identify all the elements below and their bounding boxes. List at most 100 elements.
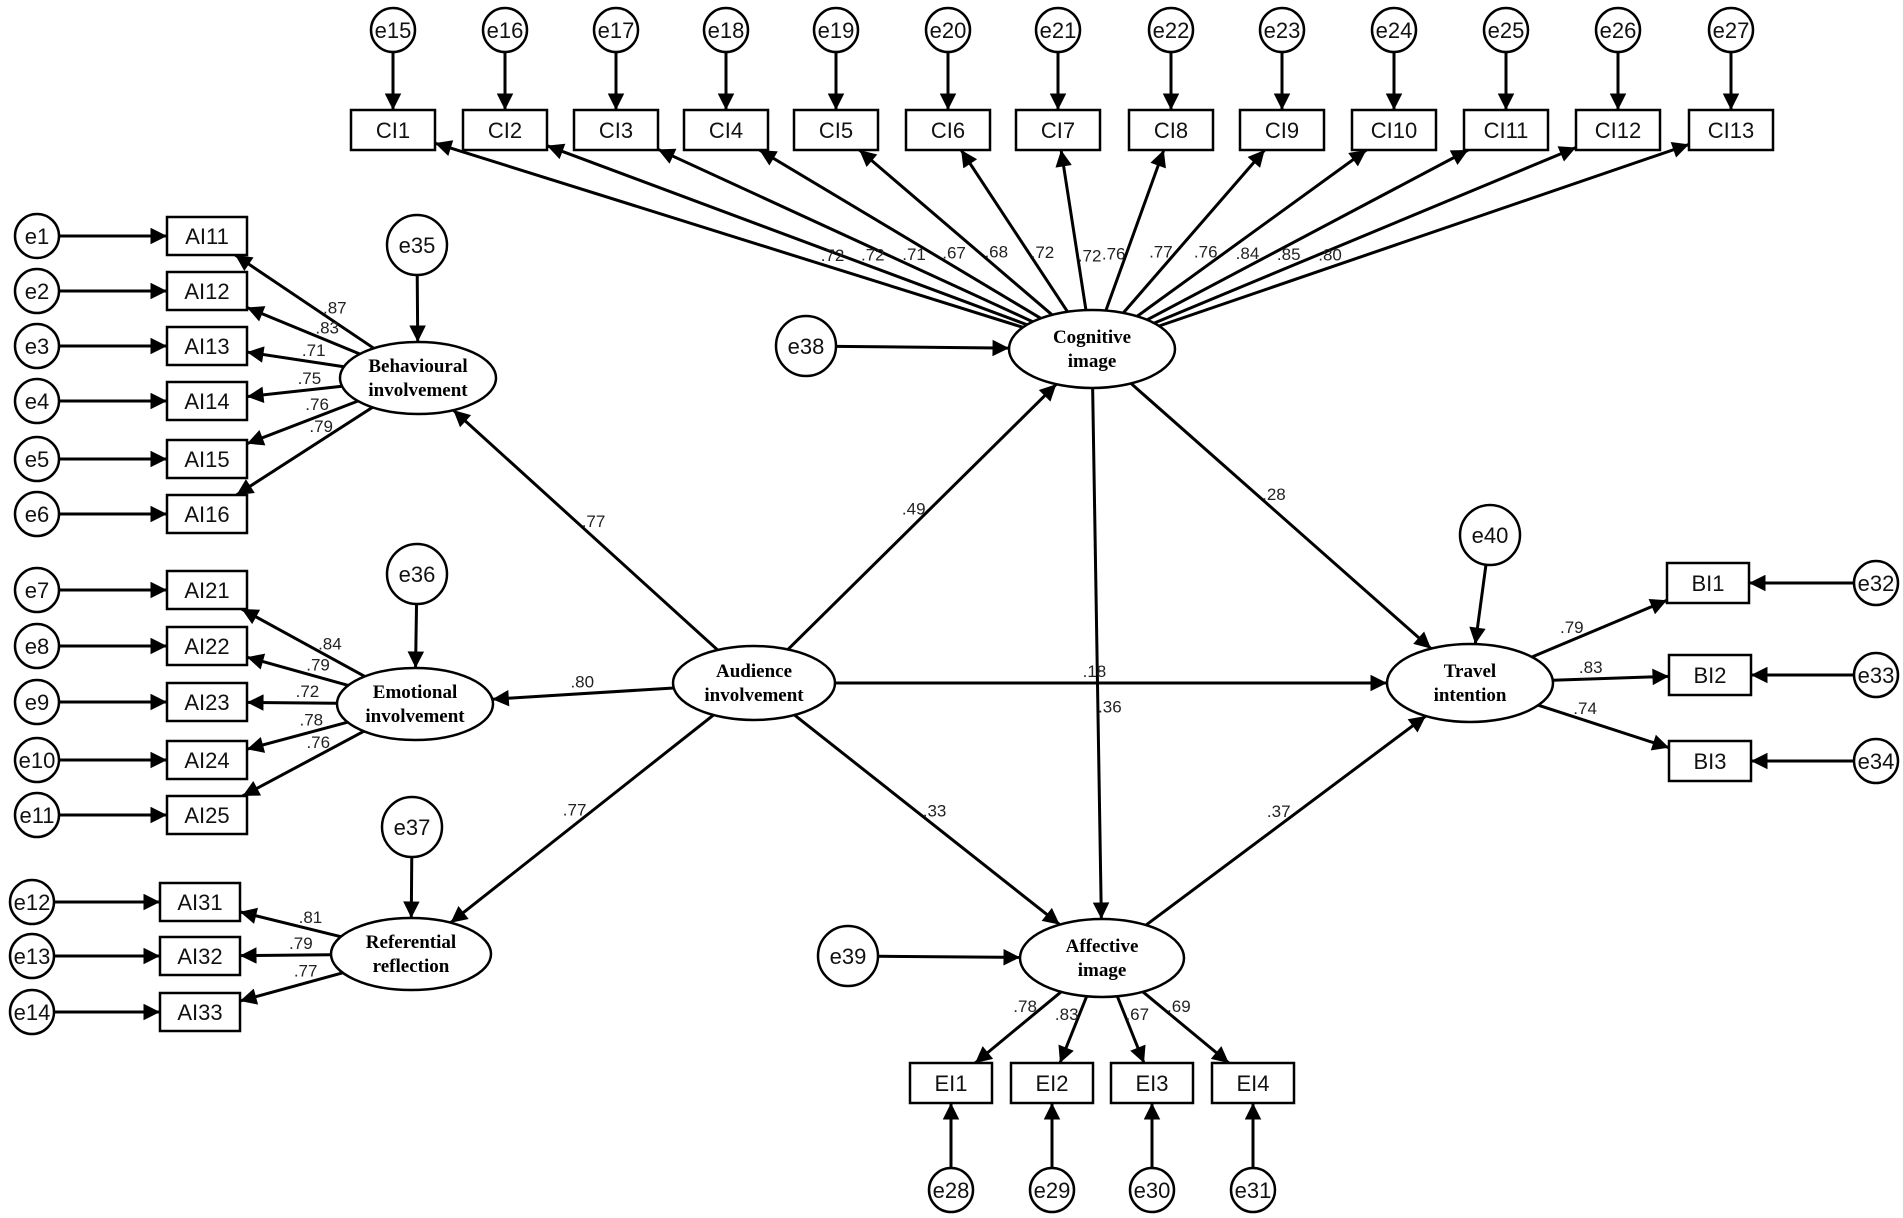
- indicator-label: CI12: [1595, 118, 1641, 143]
- indicator-box: [165, 794, 249, 836]
- weight-rr-to-ai31: .81: [299, 908, 323, 927]
- error-label: e32: [1858, 571, 1895, 596]
- error-circle: [1594, 6, 1642, 54]
- error-e37: e37: [380, 795, 444, 859]
- indicator-ai12: AI12: [165, 270, 249, 312]
- error-e35: e35: [385, 213, 449, 277]
- error-circle: [13, 212, 61, 260]
- error-e14: e14: [8, 988, 56, 1036]
- arrow-ai-to-bi: [452, 408, 719, 652]
- error-circle: [369, 6, 417, 54]
- error-e38: e38: [774, 314, 838, 378]
- error-circle: [13, 322, 61, 370]
- arrow-ci-to-ci9: [1122, 149, 1266, 314]
- weight-rr-to-ai33: .77: [294, 962, 318, 981]
- weight-ei-to-ai21: .84: [318, 635, 342, 654]
- latent-shape: [335, 666, 495, 742]
- indicator-ci5: CI5: [792, 108, 880, 152]
- weight-ei-to-ai22: .79: [306, 656, 330, 675]
- weight-ci-to-ci10: .76: [1194, 243, 1218, 262]
- weight-ci-to-af: .36: [1098, 697, 1122, 716]
- weight-bi-to-ai16: .79: [309, 417, 333, 436]
- indicator-label: CI11: [1484, 118, 1529, 143]
- error-circle: [13, 566, 61, 614]
- indicator-label: AI31: [177, 890, 222, 915]
- error-e18: e18: [702, 6, 750, 54]
- error-circle: [13, 791, 61, 839]
- indicator-label: AI11: [185, 224, 229, 249]
- arrow-e35-to-bi: [409, 274, 426, 343]
- error-label: e31: [1235, 1178, 1272, 1203]
- indicator-box: [165, 270, 249, 312]
- indicator-ei2: EI2: [1009, 1061, 1095, 1105]
- indicator-label: CI1: [376, 118, 410, 143]
- error-circle: [1229, 1166, 1277, 1214]
- arrow-ci-to-ci2: [546, 143, 1028, 327]
- indicator-ci8: CI8: [1127, 108, 1215, 152]
- arrow-e36-to-ei: [407, 603, 425, 669]
- indicator-bi2: BI2: [1667, 653, 1753, 697]
- error-circle: [13, 622, 61, 670]
- error-circle: [1852, 651, 1900, 699]
- arrow-ei-to-ai24: [246, 720, 349, 753]
- arrow-ti-to-bi2: [1552, 668, 1670, 686]
- error-circle: [1707, 6, 1755, 54]
- arrow-ei-to-ai22: [246, 653, 349, 687]
- arrow-ei-to-ai21: [240, 607, 366, 678]
- error-e32: e32: [1852, 559, 1900, 607]
- error-label: e24: [1376, 18, 1413, 43]
- indicator-ei3: EI3: [1109, 1061, 1195, 1105]
- indicator-box: [158, 991, 242, 1033]
- weight-ci-to-ci13: .80: [1318, 246, 1342, 265]
- indicator-box: [158, 935, 242, 977]
- indicator-label: AI32: [177, 944, 222, 969]
- indicator-ci6: CI6: [904, 108, 992, 152]
- indicator-box: [461, 108, 549, 152]
- weight-ai-to-rr: .77: [563, 800, 587, 819]
- indicator-ci3: CI3: [572, 108, 660, 152]
- error-circle: [592, 6, 640, 54]
- error-circle: [13, 377, 61, 425]
- error-circle: [380, 795, 444, 859]
- indicator-label: CI3: [599, 118, 633, 143]
- weight-bi-to-ai13: .71: [302, 341, 326, 360]
- error-e10: e10: [13, 736, 61, 784]
- error-e23: e23: [1258, 6, 1306, 54]
- indicator-box: [1665, 561, 1751, 605]
- indicator-box: [1687, 108, 1775, 152]
- indicator-label: CI7: [1041, 118, 1075, 143]
- weight-bi-to-ai14: .75: [298, 369, 322, 388]
- error-label: e23: [1264, 18, 1301, 43]
- error-label: e30: [1134, 1178, 1171, 1203]
- arrow-bi-to-ai12: [246, 306, 361, 356]
- weight-ei-to-ai25: .76: [306, 733, 330, 752]
- error-e16: e16: [481, 6, 529, 54]
- error-circle: [1458, 503, 1522, 567]
- indicator-box: [904, 108, 992, 152]
- error-label: e9: [25, 690, 49, 715]
- weight-ti-to-bi3: .74: [1573, 699, 1597, 718]
- error-circle: [774, 314, 838, 378]
- error-label: e11: [19, 803, 54, 828]
- latent-shape: [671, 644, 837, 722]
- error-label: e14: [14, 1000, 51, 1025]
- error-label: e38: [788, 334, 825, 359]
- weight-ei-to-ai23: .72: [296, 682, 320, 701]
- error-e27: e27: [1707, 6, 1755, 54]
- arrow-af-to-ei3: [1115, 995, 1146, 1064]
- weight-af-to-ei1: .78: [1013, 997, 1037, 1016]
- error-e19: e19: [812, 6, 860, 54]
- indicator-box: [165, 739, 249, 781]
- arrow-ci-to-ci13: [1158, 141, 1690, 328]
- error-label: e5: [25, 447, 49, 472]
- arrow-ti-to-bi3: [1537, 703, 1670, 751]
- indicator-label: AI33: [177, 1000, 222, 1025]
- indicator-box: [1009, 1061, 1095, 1105]
- error-label: e35: [399, 233, 436, 258]
- weight-ci-to-ci4: .67: [942, 243, 966, 262]
- indicator-box: [165, 569, 249, 611]
- error-label: e26: [1600, 18, 1637, 43]
